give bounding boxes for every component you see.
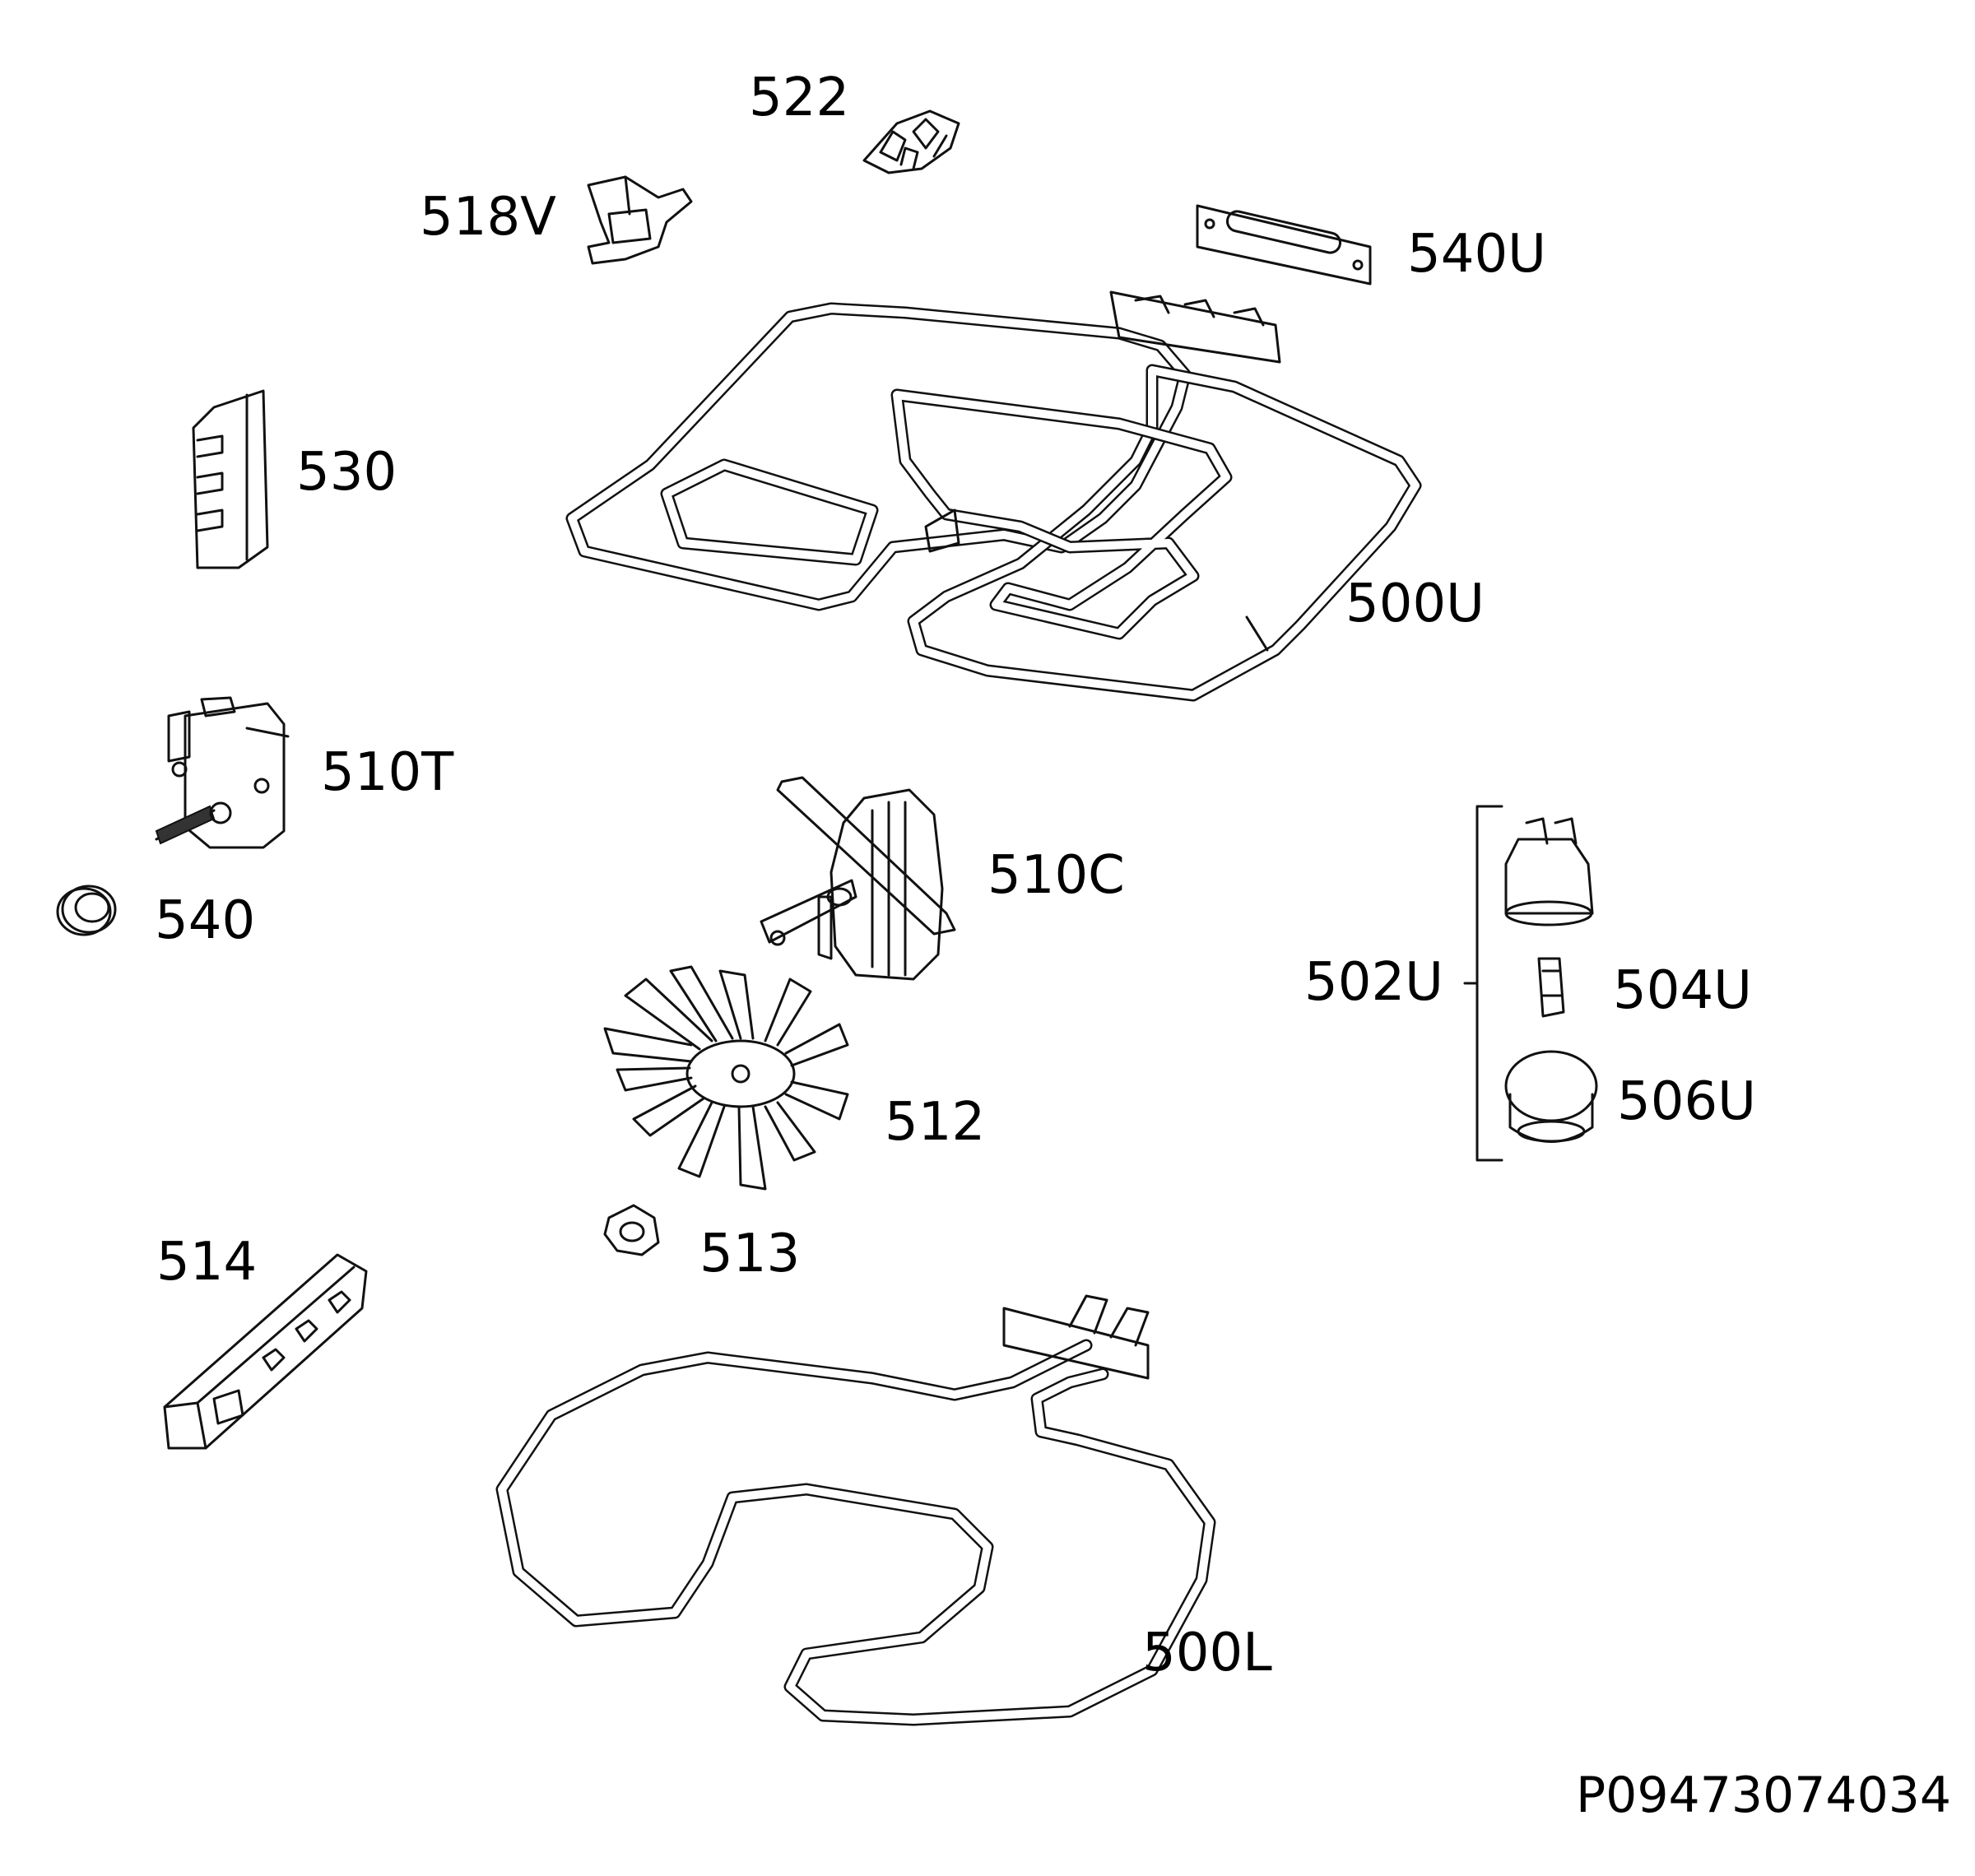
label-506u: 506U: [1617, 1071, 1756, 1132]
label-540u: 540U: [1407, 224, 1546, 285]
label-502u: 502U: [1304, 952, 1443, 1013]
label-512: 512: [885, 1092, 985, 1153]
part-510t-thermostat: [155, 696, 290, 849]
part-540u-gasket: [1196, 204, 1372, 286]
part-514-ignition-module: [163, 1253, 368, 1450]
part-518v-door-lock: [587, 175, 693, 265]
part-540-grommet: [56, 885, 117, 936]
label-530: 530: [296, 442, 397, 503]
label-510t: 510T: [321, 742, 454, 803]
label-518v: 518V: [420, 187, 556, 248]
part-530-terminal-block: [192, 389, 269, 569]
part-510c-fan-motor: [760, 776, 956, 981]
label-522: 522: [749, 67, 849, 128]
label-540: 540: [155, 890, 255, 951]
label-513: 513: [699, 1224, 800, 1284]
part-512-fan-blade: [603, 965, 849, 1191]
part-522-switch: [862, 109, 960, 174]
part-502u-lamp-group: [1463, 805, 1598, 1162]
part-513-nut: [603, 1204, 660, 1256]
label-514: 514: [156, 1232, 257, 1293]
label-500l: 500L: [1142, 1623, 1272, 1683]
drawing-code: P09473074034: [1576, 1767, 1951, 1824]
part-500u-upper-heating-element: [565, 290, 1422, 702]
label-500u: 500U: [1345, 573, 1485, 634]
label-504u: 504U: [1613, 960, 1752, 1021]
part-500l-lower-heating-element: [495, 1294, 1216, 1726]
label-510c: 510C: [988, 845, 1125, 906]
